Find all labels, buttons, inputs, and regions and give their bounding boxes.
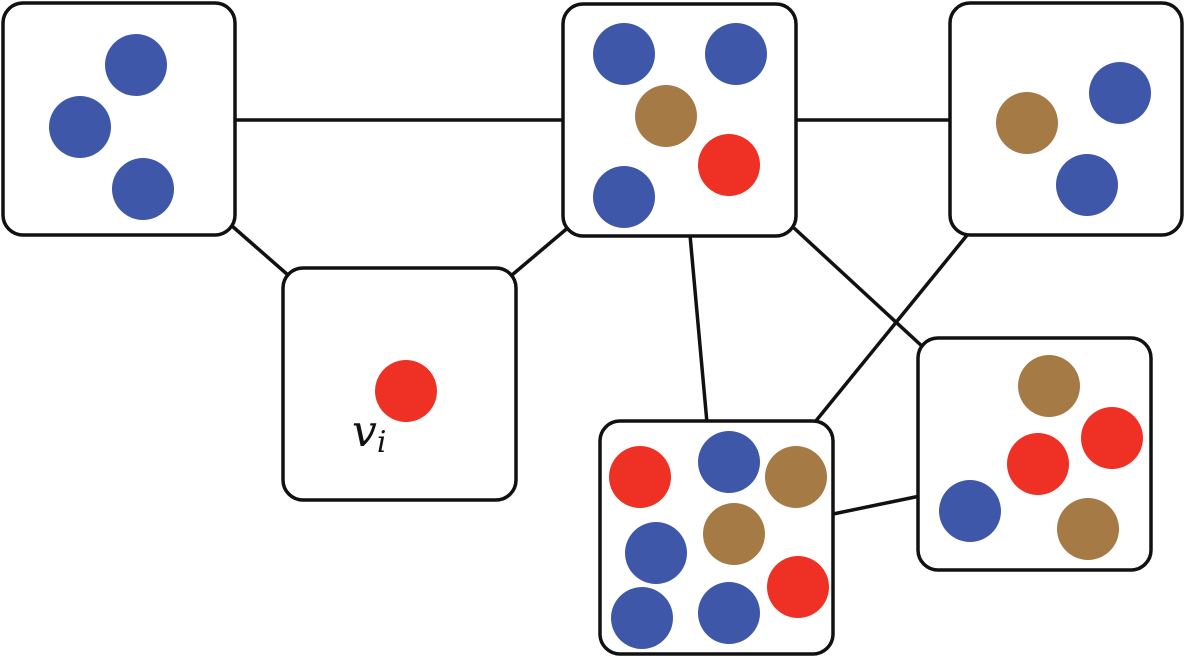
- label-subscript: i: [377, 425, 387, 460]
- dot-brown: [635, 85, 697, 147]
- dot-blue: [698, 582, 760, 644]
- node-box: [948, 1, 1184, 237]
- dot-red: [1081, 407, 1143, 469]
- node-top-right: [948, 1, 1184, 237]
- edge-top-center-to-right: [792, 226, 926, 350]
- dot-blue: [112, 158, 174, 220]
- node-label-vi: vi: [352, 406, 386, 460]
- dot-red: [1007, 433, 1069, 495]
- edge-bottom-center-to-right: [832, 494, 921, 516]
- dot-brown: [765, 446, 827, 508]
- edges-layer: [230, 118, 970, 516]
- edge-top-center-to-bottom-center: [688, 234, 709, 424]
- node-bottom-center: [598, 419, 835, 656]
- dot-blue: [1056, 154, 1118, 216]
- node-top-left: [1, 1, 237, 237]
- dot-blue: [705, 23, 767, 85]
- dot-brown: [1018, 355, 1080, 417]
- dot-blue: [625, 522, 687, 584]
- edge-middle-left-to-top-center: [510, 224, 572, 277]
- label-main: v: [352, 406, 377, 457]
- edge-top-right-to-bottom-center: [813, 232, 970, 424]
- dot-brown: [1057, 498, 1119, 560]
- dot-red: [767, 556, 829, 618]
- dot-blue: [611, 587, 673, 649]
- node-top-center: [561, 2, 798, 238]
- dot-blue: [939, 480, 1001, 542]
- dot-blue: [593, 23, 655, 85]
- dot-blue: [1089, 62, 1151, 124]
- dot-blue: [593, 166, 655, 228]
- dot-blue: [49, 96, 111, 158]
- dot-red: [609, 446, 671, 508]
- node-box: [1, 1, 237, 237]
- dot-brown: [703, 503, 765, 565]
- dot-red: [698, 134, 760, 196]
- dot-red: [375, 360, 437, 422]
- node-right: [916, 336, 1153, 572]
- dot-blue: [105, 34, 167, 96]
- dot-brown: [996, 92, 1058, 154]
- node-middle-left: vi: [281, 266, 518, 502]
- edge-top-left-to-middle-left: [230, 224, 290, 277]
- dot-blue: [698, 431, 760, 493]
